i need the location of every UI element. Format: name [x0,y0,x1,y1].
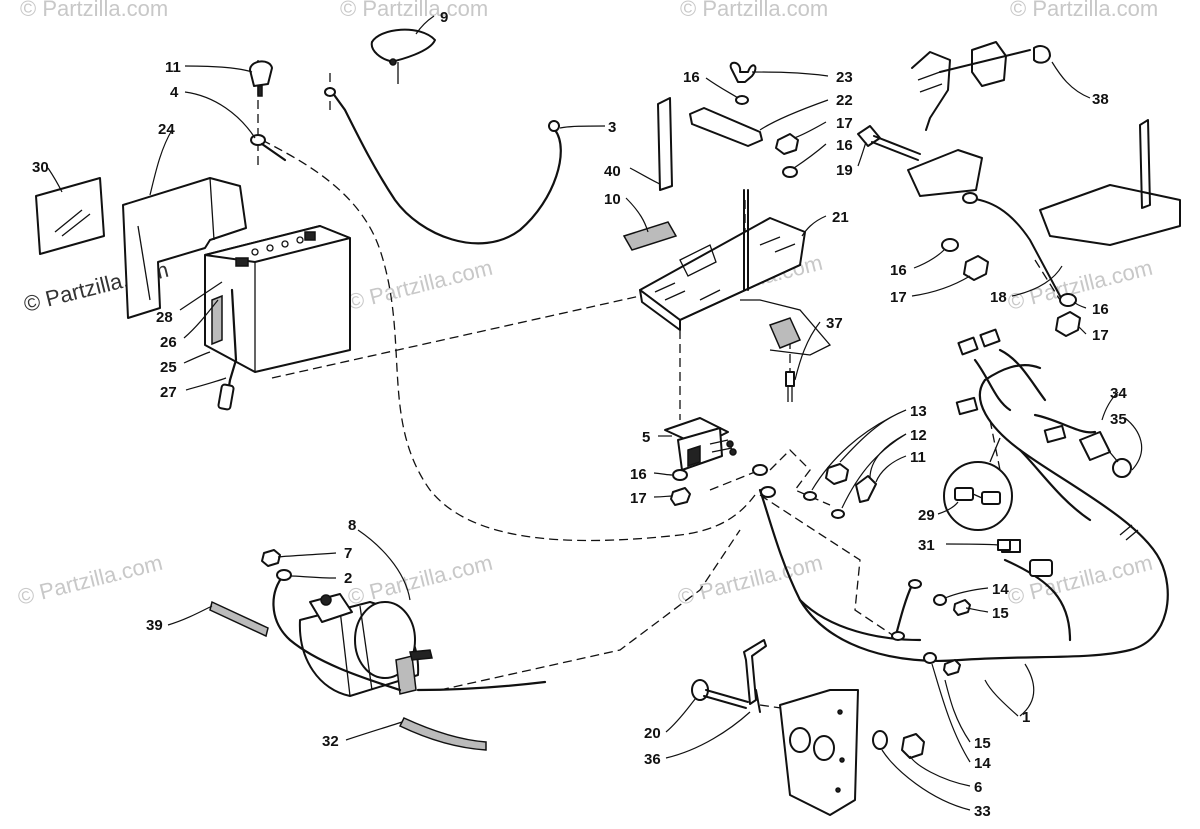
callout-19: 19 [836,162,853,179]
wing-nut [729,61,757,83]
hold-down-rod [743,189,749,291]
callout-11: 11 [910,449,926,466]
connector [997,539,1011,551]
callout-14: 14 [992,581,1009,598]
starter-cable [272,573,402,692]
leader-lines [47,15,1143,811]
callout-17: 17 [836,115,853,132]
callout-35: 35 [1110,411,1127,428]
hold-down-bracket [689,107,763,147]
callout-34: 34 [1110,385,1127,402]
bracket [657,97,673,191]
callout-1: 1 [1022,709,1030,726]
callout-17: 17 [1092,327,1109,344]
callout-27: 27 [160,384,177,401]
callout-14: 14 [974,755,991,772]
callout-17: 17 [630,490,647,507]
mount-plate [1039,184,1181,246]
callout-20: 20 [644,725,661,742]
wiring-harness [758,328,1169,662]
protective-sleeve [398,717,487,751]
main-cable [416,680,547,692]
callout-13: 13 [910,403,927,420]
callout-16: 16 [836,137,853,154]
watermark-text: © Partzilla.com [1005,550,1155,610]
callout-16: 16 [630,466,647,483]
callout-11: 11 [165,59,181,76]
battery-cable [324,87,562,245]
callout-25: 25 [160,359,177,376]
callout-10: 10 [604,191,621,208]
callout-22: 22 [836,92,853,109]
hose-clamp [370,28,436,84]
callout-9: 9 [440,9,448,26]
callout-31: 31 [918,537,935,554]
callout-23: 23 [836,69,853,86]
watermark-text: © Partzilla.com [680,0,828,21]
mounting-plate [779,689,859,816]
lever-bolt [691,679,749,709]
callout-labels: 11 4 24 30 28 26 25 27 9 3 40 10 16 23 2… [32,9,1127,820]
callout-37: 37 [826,315,843,332]
callout-6: 6 [974,779,982,796]
mount-bracket-assembly [911,41,1051,131]
vent-hose [209,600,269,638]
battery-pad [622,221,678,251]
watermark-text: © Partzilla.com [15,550,165,610]
callout-12: 12 [910,427,927,444]
fuse-detail [943,437,1013,531]
ground-cable [260,142,287,162]
callout-26: 26 [160,334,177,351]
watermark-text: © Partzilla.com [340,0,488,21]
callout-33: 33 [974,803,991,820]
callout-16: 16 [683,69,700,86]
rubber-mount [907,149,983,197]
indicator-light [1079,431,1132,478]
callout-15: 15 [992,605,1009,622]
watermark-text: © Partzilla.com [675,550,825,610]
terminal-boot [249,60,273,97]
choke-lever [743,639,767,713]
callout-5: 5 [642,429,650,446]
watermark-text: © Partzilla.com [20,0,168,21]
callout-40: 40 [604,163,621,180]
callout-28: 28 [156,309,173,326]
watermark-text: © Partzilla.com [345,550,495,610]
callout-15: 15 [974,735,991,752]
callout-4: 4 [170,84,179,101]
callout-8: 8 [348,517,356,534]
bolt [785,371,795,387]
callout-36: 36 [644,751,661,768]
callout-16: 16 [1092,301,1109,318]
callout-3: 3 [608,119,616,136]
battery-cover [122,177,247,319]
callout-39: 39 [146,617,163,634]
watermark-text: © Partzilla.com [1010,0,1158,21]
callout-2: 2 [344,570,352,587]
pivot-bolt [857,125,921,161]
callout-30: 30 [32,159,49,176]
callout-7: 7 [344,545,352,562]
callout-21: 21 [832,209,849,226]
callout-29: 29 [918,507,935,524]
callout-32: 32 [322,733,339,750]
watermark-text: © Partzilla.com [345,255,495,315]
callout-17: 17 [890,289,907,306]
battery [204,225,351,373]
starter-solenoid [664,417,737,471]
callout-16: 16 [890,262,907,279]
battery-label [35,177,105,255]
callout-24: 24 [158,121,175,138]
starter-motor [298,593,433,697]
callout-38: 38 [1092,91,1109,108]
callout-18: 18 [990,289,1007,306]
